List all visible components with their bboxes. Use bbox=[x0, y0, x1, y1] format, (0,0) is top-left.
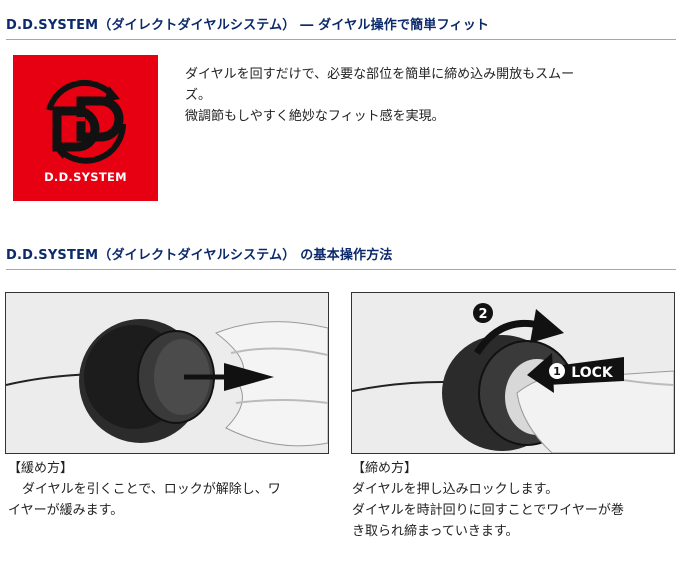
caption-line: ダイヤルを押し込みロックします。 bbox=[352, 482, 559, 497]
caption-line: ダイヤルを引くことで、ロックが解除し、ワ bbox=[22, 482, 281, 497]
loosen-caption: 【緩め方】 ダイヤルを引くことで、ロックが解除し、ワ イヤーが緩みます。 bbox=[8, 458, 328, 521]
caption-line: ダイヤルを時計回りに回すことでワイヤーが巻 bbox=[352, 503, 624, 518]
loosen-photo bbox=[5, 292, 329, 454]
caption-line: き取られ締まっていきます。 bbox=[352, 524, 519, 539]
tighten-illustration: 2 1 LOCK bbox=[352, 293, 674, 453]
section-heading-dd-system: D.D.SYSTEM（ダイレクトダイヤルシステム） ― ダイヤル操作で簡単フィッ… bbox=[6, 14, 676, 40]
tighten-caption: 【締め方】 ダイヤルを押し込みロックします。 ダイヤルを時計回りに回すことでワイ… bbox=[352, 458, 678, 542]
caption-line: イヤーが緩みます。 bbox=[8, 503, 124, 518]
description-line: ズ。 bbox=[185, 88, 212, 103]
feature-description: ダイヤルを回すだけで、必要な部位を簡単に締め込み開放もスムー ズ。 微調節もしや… bbox=[185, 64, 655, 127]
dd-system-emblem-icon bbox=[46, 79, 126, 164]
step-1-badge: 1 bbox=[553, 365, 561, 378]
dd-system-logo: D.D.SYSTEM bbox=[13, 55, 158, 201]
caption-title: 【締め方】 bbox=[352, 461, 418, 476]
loosen-illustration bbox=[6, 293, 328, 453]
caption-title: 【緩め方】 bbox=[8, 461, 74, 476]
logo-text: D.D.SYSTEM bbox=[44, 170, 127, 184]
description-line: 微調節もしやすく絶妙なフィット感を実現。 bbox=[185, 109, 445, 124]
section-heading-basic-operation: D.D.SYSTEM（ダイレクトダイヤルシステム） の基本操作方法 bbox=[6, 244, 676, 270]
step-2-badge: 2 bbox=[478, 307, 487, 322]
tighten-photo: 2 1 LOCK bbox=[351, 292, 675, 454]
lock-label: LOCK bbox=[571, 365, 614, 381]
description-line: ダイヤルを回すだけで、必要な部位を簡単に締め込み開放もスムー bbox=[185, 67, 575, 82]
